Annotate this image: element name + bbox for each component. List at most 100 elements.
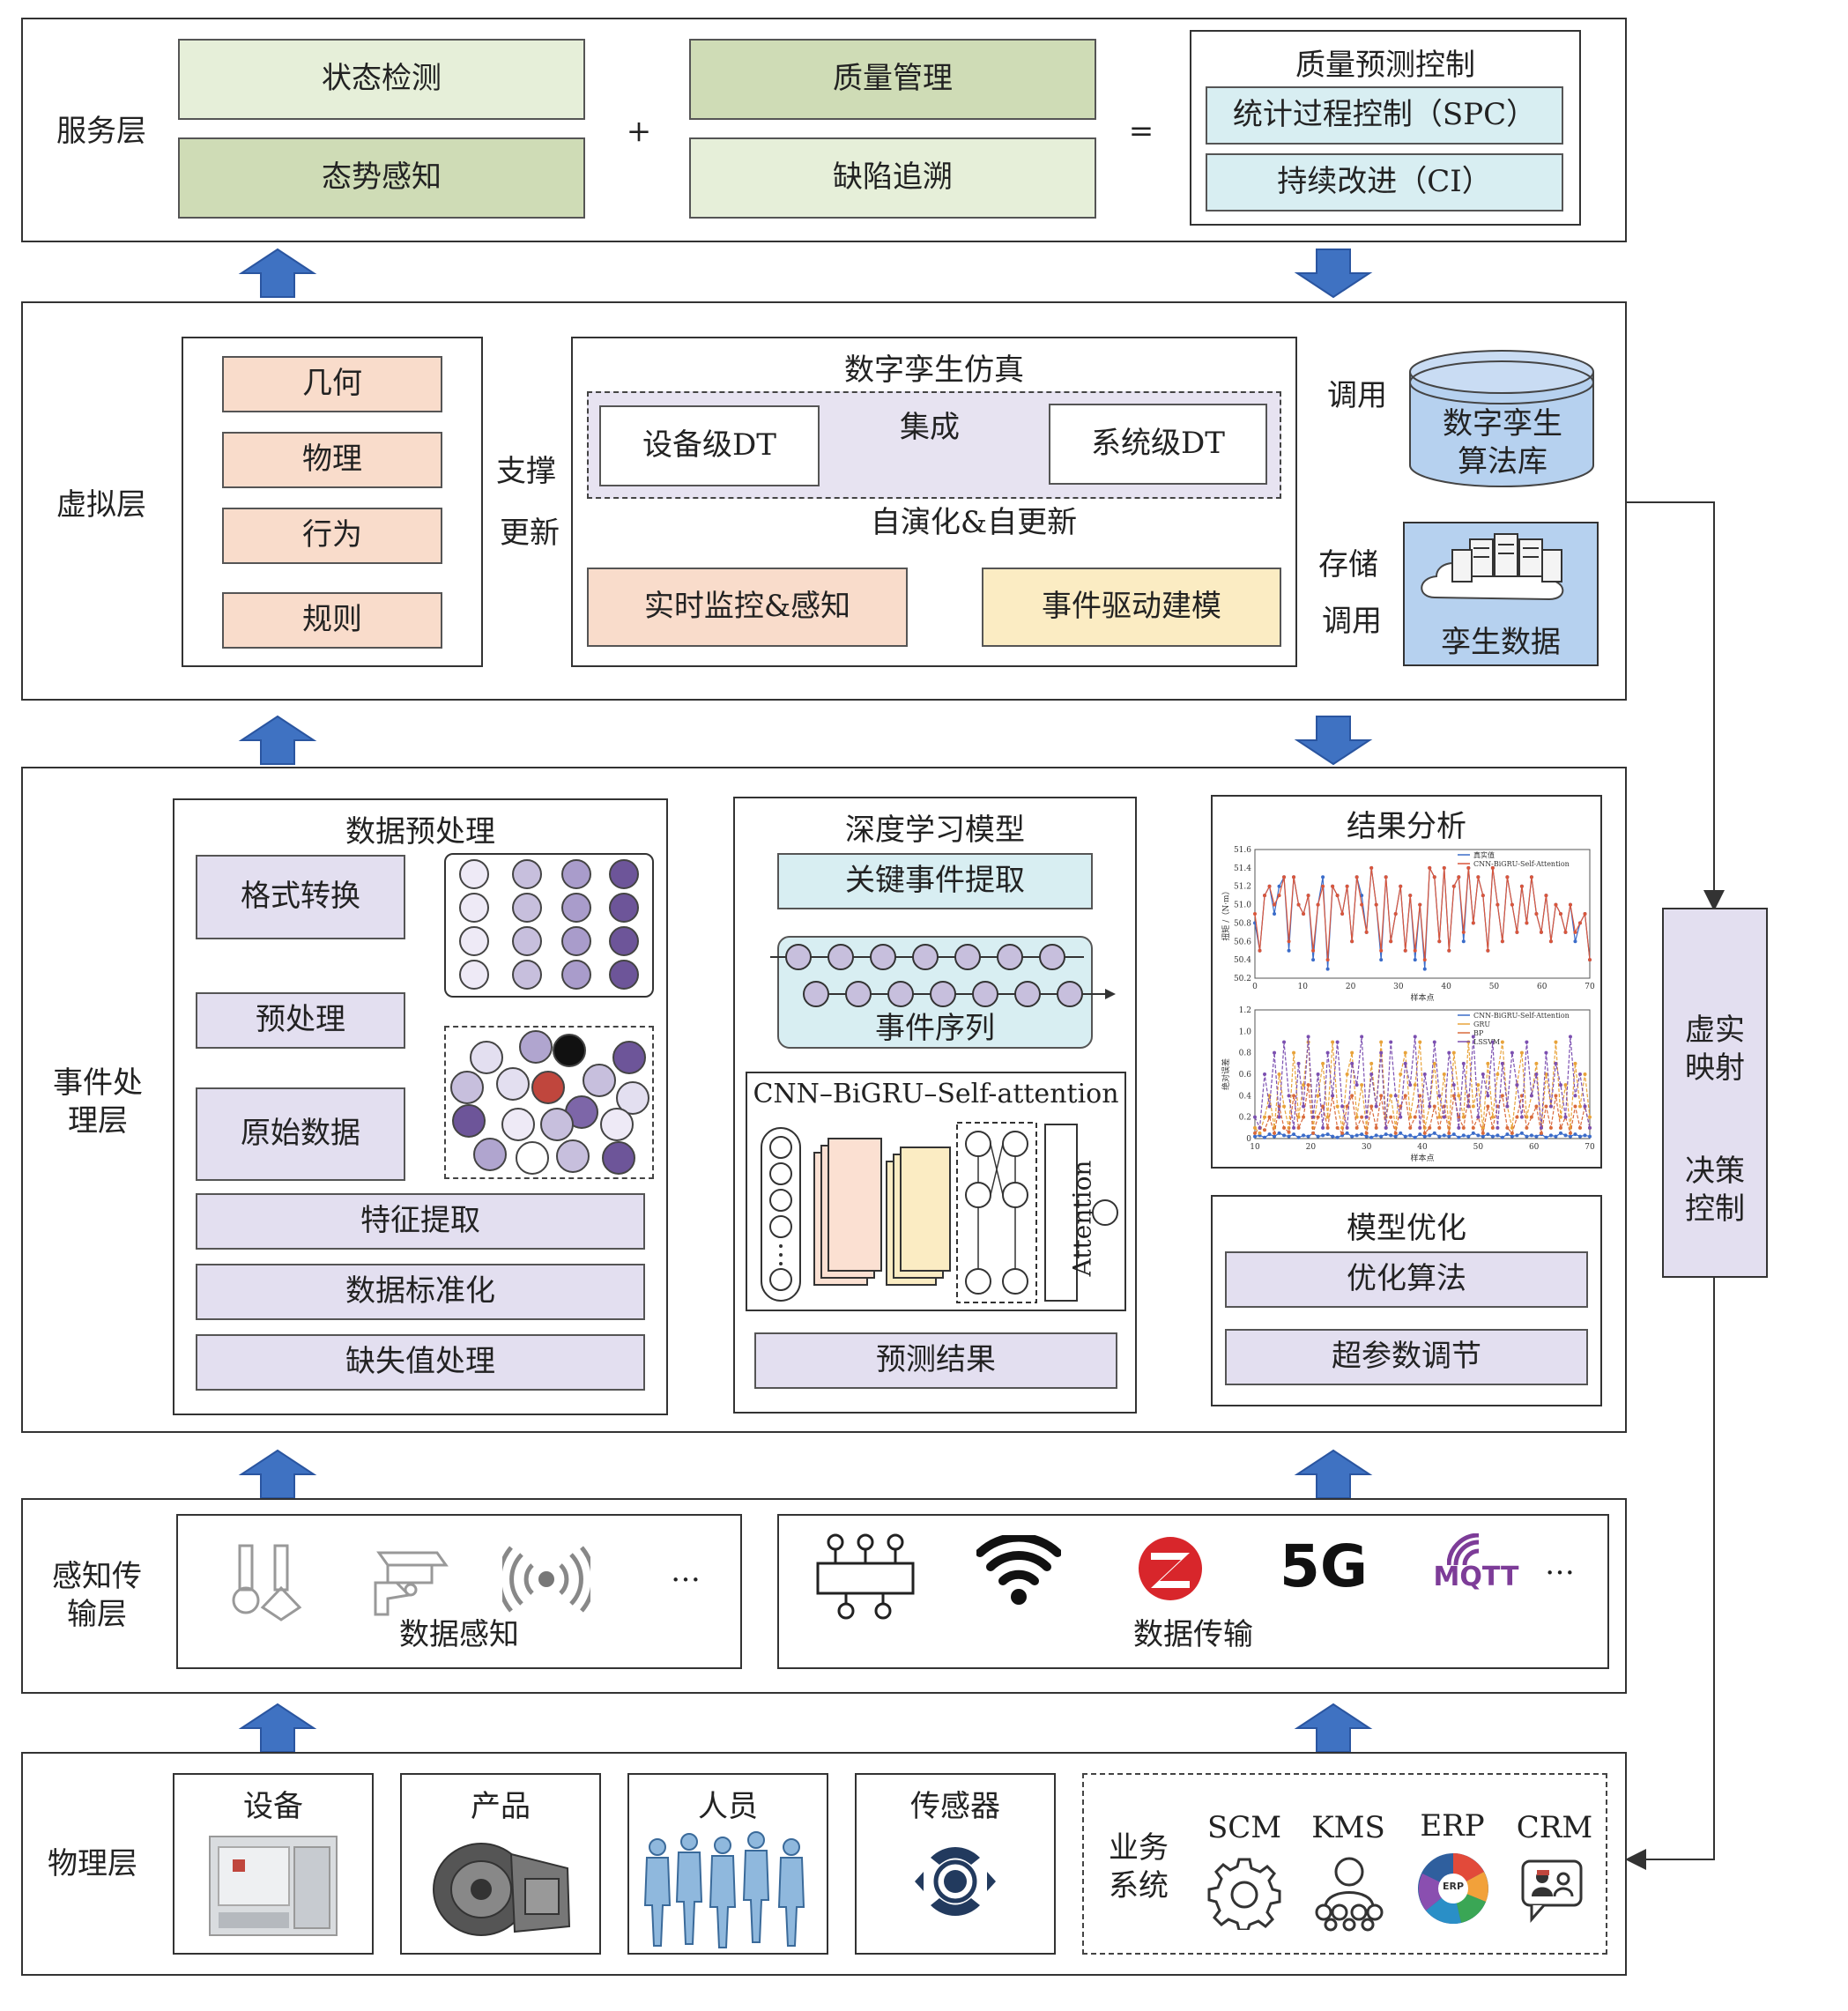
data-point (1325, 1050, 1330, 1055)
device-dt-box: 设备级DT (599, 405, 820, 486)
y-tick-label: 0 (1246, 1135, 1251, 1144)
data-point (1413, 1115, 1417, 1119)
data-point (1437, 1115, 1442, 1119)
defect-tracing-box: 缺陷追溯 (689, 137, 1096, 219)
data-point (1408, 1125, 1413, 1130)
transfer-panel (777, 1514, 1609, 1669)
data-point (1374, 1125, 1378, 1130)
data-point (1544, 1104, 1548, 1109)
data-point (1408, 1115, 1413, 1119)
data-point (1486, 948, 1490, 953)
data-point (1573, 930, 1577, 934)
data-point (1384, 875, 1388, 879)
data-point (1345, 1131, 1349, 1135)
data-point (1316, 1094, 1320, 1098)
x-tick-label: 70 (1585, 983, 1595, 991)
data-point (1258, 948, 1262, 953)
data-point (1428, 1125, 1432, 1130)
data-point (1302, 912, 1306, 916)
data-point (1554, 1094, 1558, 1098)
y-tick-label: 50.8 (1234, 919, 1251, 928)
data-point (1258, 1131, 1262, 1135)
data-point (1428, 1133, 1432, 1138)
data-point (1558, 1115, 1562, 1119)
raw-scatter-panel (444, 1026, 654, 1179)
x-tick-label: 60 (1529, 1143, 1540, 1152)
data-point (1364, 1134, 1369, 1139)
data-point (1525, 1040, 1529, 1044)
data-point (1447, 948, 1451, 953)
data-point (1267, 1104, 1272, 1109)
legend-entry: LSSVM (1473, 1038, 1500, 1046)
layer-block-arrows (238, 248, 1373, 1753)
crm-icon (1521, 1859, 1583, 1923)
y-tick-label: 0.6 (1239, 1071, 1252, 1080)
ci-box: 持续改进（CI） (1206, 153, 1563, 211)
data-point (1369, 1072, 1374, 1076)
data-point (1466, 865, 1471, 870)
data-point (1306, 894, 1310, 898)
service-layer-label: 服务层 (56, 114, 146, 149)
data-point (1253, 1134, 1257, 1139)
series-line (1254, 1132, 1591, 1139)
data-point (1296, 1061, 1301, 1065)
data-point (1525, 921, 1529, 925)
data-point (1568, 1035, 1572, 1039)
data-point (1539, 1125, 1543, 1130)
data-point (1287, 1130, 1291, 1134)
scm-label: SCM (1206, 1810, 1282, 1845)
data-point (1335, 1104, 1340, 1109)
data-point (1287, 1134, 1291, 1139)
data-point (1510, 1125, 1514, 1130)
data-point (1490, 1040, 1495, 1044)
data-point (1311, 948, 1316, 953)
y-tick-label: 50.2 (1234, 975, 1251, 983)
data-point (1413, 1083, 1417, 1087)
x-tick-label: 50 (1473, 1143, 1484, 1152)
data-point (1399, 1072, 1403, 1076)
x-tick-label: 20 (1346, 983, 1356, 991)
data-point (1374, 1133, 1378, 1138)
data-point (1413, 1035, 1417, 1039)
data-point (1437, 1134, 1442, 1139)
data-point (1321, 1133, 1325, 1138)
data-point (1500, 1135, 1504, 1139)
data-point (1471, 1104, 1475, 1109)
crm-label: CRM (1516, 1810, 1593, 1845)
data-point (1428, 865, 1432, 870)
data-point (1379, 1134, 1384, 1139)
data-point (1369, 1061, 1374, 1065)
legend-entry: BP (1473, 1029, 1484, 1037)
data-point (1335, 894, 1340, 898)
data-point (1471, 921, 1475, 925)
x-tick-label: 20 (1306, 1143, 1317, 1152)
data-point (1277, 1131, 1281, 1135)
data-point (1554, 1134, 1558, 1139)
data-point (1548, 939, 1553, 944)
people-icon (643, 1831, 805, 1948)
network-diagram (761, 1122, 1118, 1303)
data-point (1548, 1133, 1553, 1138)
data-point (1583, 1072, 1587, 1076)
data-point (1558, 1125, 1562, 1130)
preprocess-title: 数据预处理 (345, 814, 495, 850)
sensor-title: 传感器 (910, 1789, 1000, 1824)
data-point (1529, 1133, 1533, 1138)
data-point (1331, 1040, 1335, 1044)
data-point (1292, 1094, 1296, 1098)
x-axis-label: 样本点 (1410, 992, 1434, 1003)
hyperparam-box: 超参数调节 (1225, 1329, 1588, 1385)
data-point (1577, 1134, 1582, 1139)
data-point (1442, 1115, 1446, 1119)
data-point (1457, 1125, 1461, 1130)
data-point (1432, 1131, 1436, 1135)
data-point (1451, 884, 1456, 888)
data-point (1573, 1104, 1577, 1109)
data-point (1296, 1135, 1301, 1139)
y-tick-label: 0.4 (1239, 1092, 1252, 1101)
data-point (1325, 967, 1330, 971)
data-point (1340, 1131, 1345, 1135)
data-point (1519, 1131, 1524, 1135)
camera-icon (374, 1551, 449, 1616)
data-point (1505, 875, 1510, 879)
